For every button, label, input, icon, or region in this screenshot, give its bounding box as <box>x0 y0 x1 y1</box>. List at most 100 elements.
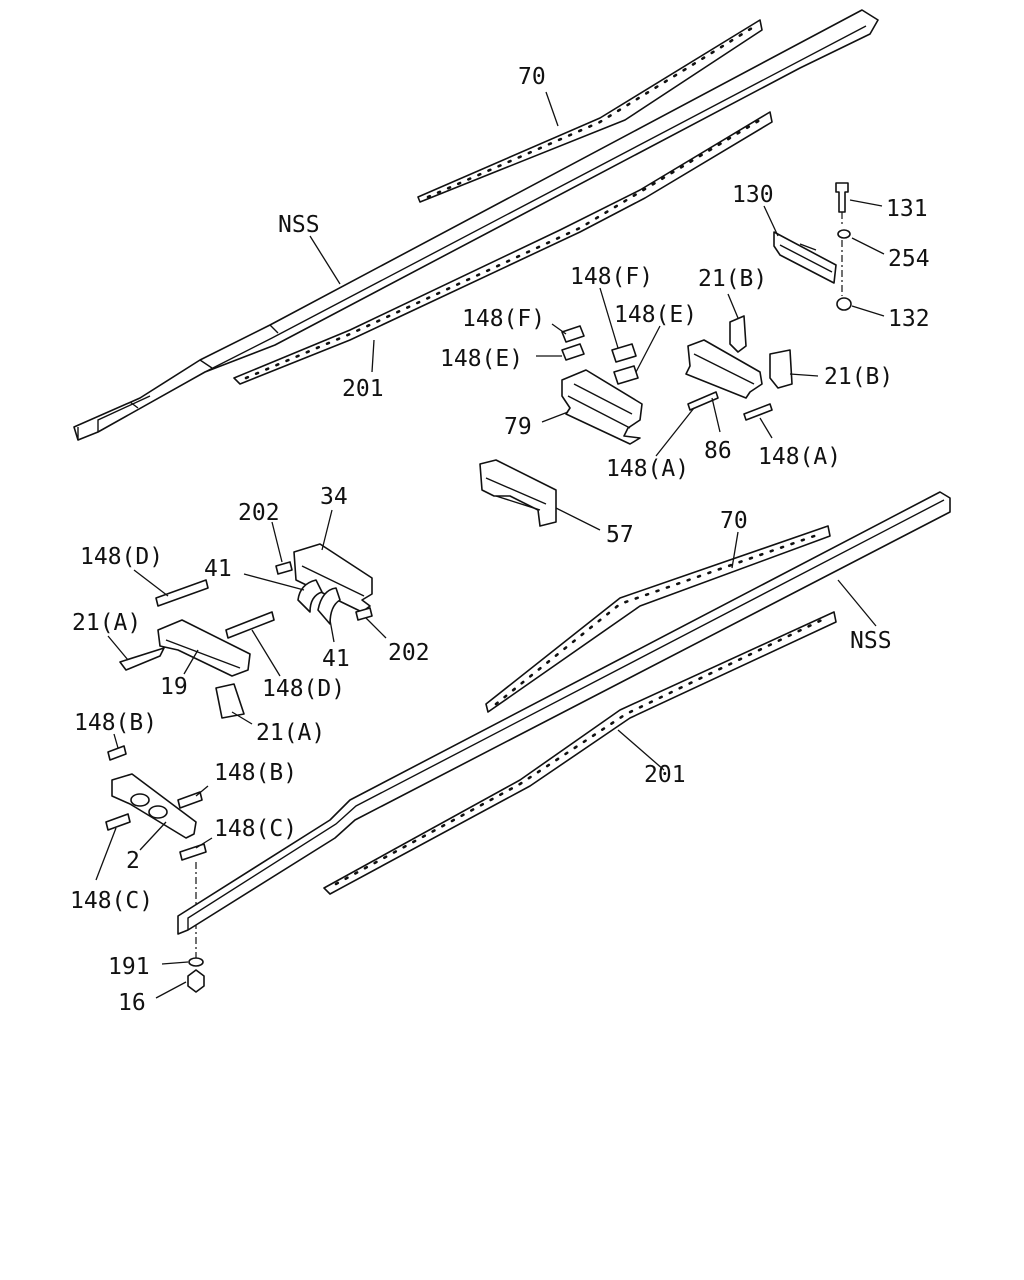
callout-70-top: 70 <box>518 64 546 90</box>
shim-202-bottom <box>355 607 373 621</box>
leader-131 <box>849 199 883 207</box>
crossmember-34-web <box>301 565 365 597</box>
leader-79 <box>541 411 569 423</box>
callout-148b-top: 148(B) <box>74 710 157 736</box>
leader-21b-top <box>727 293 739 319</box>
leader-148f-a <box>551 323 567 335</box>
crossmember-57-web <box>485 477 547 511</box>
bracket-41-b <box>317 587 341 625</box>
leader-254 <box>851 237 885 255</box>
callout-21b-right: 21(B) <box>824 364 893 390</box>
leader-202-bottom <box>365 617 387 639</box>
callout-148c-right: 148(C) <box>214 816 297 842</box>
crossmember-86-web <box>693 353 755 385</box>
shim-202-top <box>275 561 293 575</box>
leader-41-top <box>243 573 305 591</box>
inner-reinforcement-201-top <box>233 111 773 385</box>
callout-201-bottom: 201 <box>644 762 686 788</box>
leader-201-top <box>371 339 375 373</box>
callout-202-top: 202 <box>238 500 280 526</box>
inner-reinforcement-201-bottom <box>323 611 837 895</box>
leader-70-top <box>545 91 559 127</box>
callout-nss-bottom: NSS <box>850 628 892 654</box>
shim-148f-a <box>561 325 585 343</box>
callout-201-top: 201 <box>342 376 384 402</box>
callout-21a-bottom: 21(A) <box>256 720 325 746</box>
shim-148d-top <box>155 579 209 607</box>
callout-148c-left: 148(C) <box>70 888 153 914</box>
leader-70-bottom <box>731 531 739 569</box>
crossmember-19 <box>157 619 251 677</box>
callout-148a-b: 148(A) <box>758 444 841 470</box>
callout-16: 16 <box>118 990 146 1016</box>
crossmember-79-web <box>567 383 633 429</box>
callout-148e-a: 148(E) <box>440 346 523 372</box>
callout-nss-top: NSS <box>278 212 320 238</box>
callout-148a-a: 148(A) <box>606 456 689 482</box>
bolt-131 <box>835 182 849 213</box>
callout-254: 254 <box>888 246 930 272</box>
bracket-21b-right <box>769 349 793 389</box>
shim-148f-b <box>611 343 637 363</box>
leader-nss-top <box>309 235 341 285</box>
holes-70-top <box>426 26 754 199</box>
leader-132 <box>851 305 885 317</box>
side-rail-nss-top-flange <box>129 324 279 409</box>
callout-131: 131 <box>886 196 928 222</box>
bracket-130-web <box>779 243 833 273</box>
callout-202-bottom: 202 <box>388 640 430 666</box>
callout-79: 79 <box>504 414 532 440</box>
washer-254 <box>837 229 851 239</box>
shim-148a-b <box>743 403 773 421</box>
reinforcement-plate-70-top <box>417 19 763 203</box>
callout-148f-b: 148(F) <box>570 264 653 290</box>
shim-148a-a <box>687 391 719 411</box>
side-rail-nss-bottom <box>177 491 951 935</box>
bracket-21a-left <box>119 647 165 671</box>
bracket-41-a <box>297 579 323 613</box>
leader-148f-b <box>599 287 619 349</box>
crossmember-19-web <box>165 639 241 669</box>
crossmember-57 <box>479 459 557 527</box>
leader-148d-bottom <box>251 629 281 677</box>
callout-148e-b: 148(E) <box>614 302 697 328</box>
shim-148c-left <box>105 813 131 831</box>
leader-21a-bottom <box>231 711 253 725</box>
leader-130 <box>763 205 779 237</box>
callout-148f-a: 148(F) <box>462 306 545 332</box>
callout-21b-top: 21(B) <box>698 266 767 292</box>
callout-132: 132 <box>888 306 930 332</box>
crossmember-2-hole-b <box>148 805 168 819</box>
leader-41-bottom <box>329 619 335 643</box>
shim-148d-right <box>225 611 275 639</box>
leader-86 <box>711 397 721 433</box>
callout-148d-bottom: 148(D) <box>262 676 345 702</box>
leader-148c-right <box>195 837 213 849</box>
leader-201-bottom <box>617 729 665 771</box>
leader-nss-bottom <box>837 579 877 627</box>
reinforcement-plate-70-bottom <box>485 525 831 713</box>
callout-41-bottom: 41 <box>322 646 350 672</box>
leader-2 <box>139 821 167 851</box>
leader-148b-right <box>195 785 209 797</box>
leader-191 <box>161 961 189 965</box>
leader-21b-right <box>789 373 819 377</box>
leader-19 <box>183 649 199 675</box>
leader-148a-a <box>655 407 695 457</box>
leader-16 <box>155 981 187 999</box>
washer-191 <box>188 957 204 967</box>
leader-34 <box>321 509 333 551</box>
callout-148b-right: 148(B) <box>214 760 297 786</box>
leader-57 <box>555 507 601 531</box>
callout-70-bottom: 70 <box>720 508 748 534</box>
side-rail-nss-bottom-inner <box>187 499 945 930</box>
callout-148d-top: 148(D) <box>80 544 163 570</box>
shim-148e-b <box>613 365 639 385</box>
bracket-21a-bottom <box>215 683 245 719</box>
shim-148b-top <box>107 745 127 761</box>
callout-130: 130 <box>732 182 774 208</box>
leader-148e-b <box>635 325 661 373</box>
crossmember-2-hole-a <box>130 793 150 807</box>
